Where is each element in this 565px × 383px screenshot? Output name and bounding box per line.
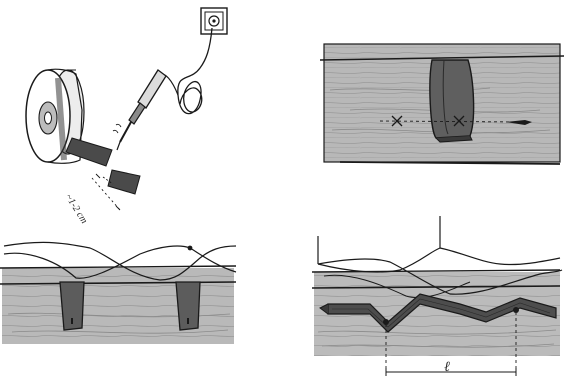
string-across-straps-drawing bbox=[0, 241, 237, 344]
panel-tools: ~1-2 cm bbox=[0, 0, 282, 226]
power-cable bbox=[177, 27, 213, 115]
string-icon bbox=[3, 241, 237, 281]
panel-zigzag-strip: ℓ bbox=[310, 212, 565, 383]
zigzag-strip-drawing bbox=[311, 216, 563, 376]
strap-icon bbox=[429, 59, 475, 143]
span-marks bbox=[385, 312, 517, 376]
tape-roll-icon bbox=[25, 68, 141, 195]
tools-drawing bbox=[25, 7, 228, 211]
cut-length-marks bbox=[91, 173, 121, 211]
string-icon bbox=[317, 216, 563, 299]
panel-strap-fastening bbox=[320, 30, 565, 180]
panel-string-across-straps bbox=[0, 232, 240, 352]
strip-icon bbox=[319, 293, 557, 333]
strap-fastening-drawing bbox=[320, 43, 565, 165]
strap-icon bbox=[59, 281, 85, 331]
soldering-iron-icon bbox=[112, 69, 167, 151]
strap-icon bbox=[175, 281, 201, 331]
wall-socket-icon bbox=[200, 7, 228, 35]
pin-icon bbox=[379, 115, 532, 127]
